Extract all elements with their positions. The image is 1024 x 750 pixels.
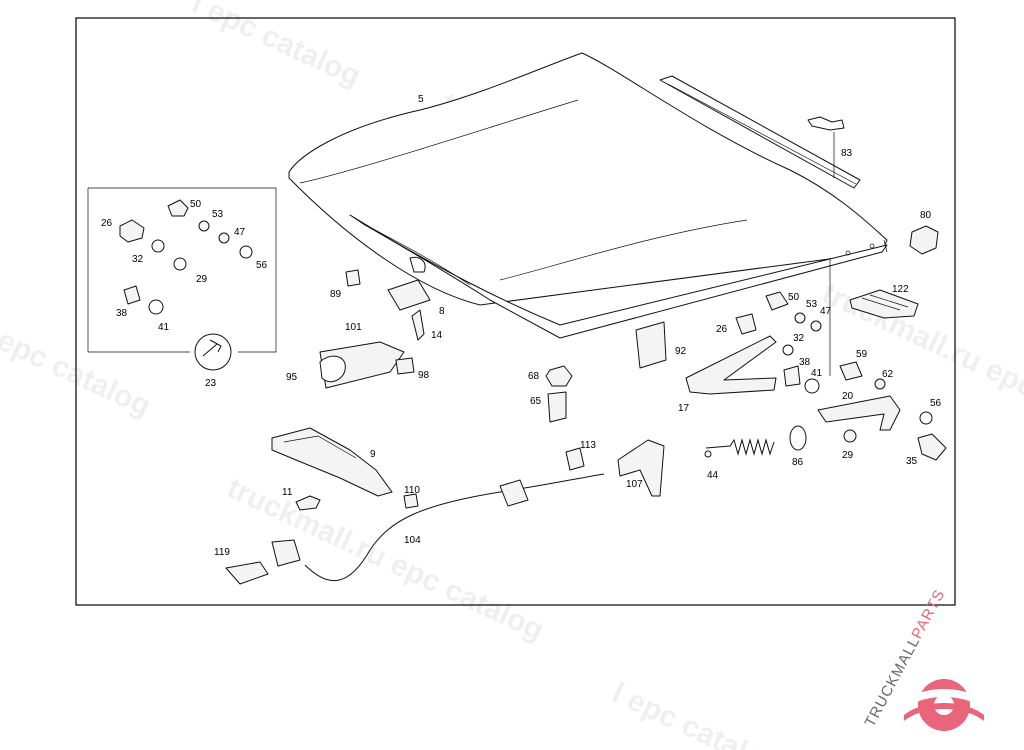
label-98: 98 bbox=[418, 370, 430, 381]
diagram-frame bbox=[75, 17, 956, 606]
label-44: 44 bbox=[707, 470, 719, 481]
label-110: 110 bbox=[404, 485, 420, 496]
label-35: 35 bbox=[906, 456, 918, 467]
inset-hardware bbox=[119, 199, 253, 371]
part-68 bbox=[545, 365, 573, 387]
label-47: 47 bbox=[234, 227, 246, 238]
part-11 bbox=[295, 495, 321, 511]
label-9: 9 bbox=[370, 449, 376, 460]
label-23: 23 bbox=[205, 378, 217, 389]
watermark-lower: l epc catalog bbox=[607, 676, 786, 750]
label-38: 38 bbox=[116, 308, 128, 319]
label-122: 122 bbox=[892, 284, 909, 295]
label-53b: 53 bbox=[806, 299, 818, 310]
label-56b: 56 bbox=[930, 398, 942, 409]
label-53: 53 bbox=[212, 209, 224, 220]
label-14: 14 bbox=[431, 330, 443, 341]
label-68: 68 bbox=[528, 371, 540, 382]
part-119 bbox=[225, 561, 269, 585]
label-86: 86 bbox=[792, 457, 804, 468]
part-86 bbox=[789, 425, 807, 451]
label-62: 62 bbox=[882, 369, 894, 380]
label-119: 119 bbox=[214, 547, 230, 558]
label-113: 113 bbox=[580, 440, 596, 451]
part-83 bbox=[807, 116, 845, 376]
label-17: 17 bbox=[678, 403, 690, 414]
hinge-group-right bbox=[685, 291, 822, 395]
label-32b: 32 bbox=[793, 333, 805, 344]
label-26b: 26 bbox=[716, 324, 728, 335]
label-38b: 38 bbox=[799, 357, 811, 368]
spring-44 bbox=[704, 438, 775, 458]
label-101: 101 bbox=[345, 322, 362, 333]
part-65 bbox=[547, 391, 567, 423]
label-80: 80 bbox=[920, 210, 932, 221]
part-labels: 5 83 80 122 26 50 53 47 32 29 56 38 41 2… bbox=[101, 94, 942, 558]
label-20: 20 bbox=[842, 391, 854, 402]
label-59: 59 bbox=[856, 349, 868, 360]
watermark-left: l epc catalog bbox=[0, 316, 156, 423]
label-95: 95 bbox=[286, 372, 298, 383]
part-80 bbox=[909, 225, 939, 255]
label-104: 104 bbox=[404, 535, 421, 546]
stay-group bbox=[817, 361, 947, 461]
part-113 bbox=[565, 447, 585, 471]
label-8: 8 bbox=[439, 306, 445, 317]
truckmall-logo: TRUCKMALLPARTS bbox=[862, 586, 984, 731]
watermark-bottom: truckmall.ru epc catalog bbox=[222, 471, 549, 647]
label-41b: 41 bbox=[811, 368, 823, 379]
label-107: 107 bbox=[626, 479, 643, 490]
label-41: 41 bbox=[158, 322, 170, 333]
label-11: 11 bbox=[282, 487, 293, 498]
label-26: 26 bbox=[101, 218, 113, 229]
label-29b: 29 bbox=[842, 450, 854, 461]
label-83: 83 bbox=[841, 148, 853, 159]
label-50: 50 bbox=[190, 199, 202, 210]
label-50b: 50 bbox=[788, 292, 800, 303]
label-47b: 47 bbox=[820, 306, 832, 317]
gear-icon bbox=[904, 679, 984, 731]
part-92 bbox=[635, 321, 667, 369]
latch-107 bbox=[617, 439, 665, 497]
logo-text-accent: PARTS bbox=[908, 586, 948, 641]
label-65: 65 bbox=[530, 396, 542, 407]
inset-box bbox=[87, 187, 277, 353]
seal-strip bbox=[659, 75, 861, 189]
label-92: 92 bbox=[675, 346, 687, 357]
logo-text-main: TRUCKMALL bbox=[862, 634, 924, 730]
label-89: 89 bbox=[330, 289, 342, 300]
label-32: 32 bbox=[132, 254, 144, 265]
part-110 bbox=[403, 493, 419, 509]
label-56: 56 bbox=[256, 260, 268, 271]
part-122 bbox=[849, 289, 919, 319]
hinge-group-left bbox=[319, 256, 431, 389]
label-5: 5 bbox=[418, 94, 424, 105]
hood-part-5 bbox=[288, 52, 888, 339]
watermark-top: l epc catalog bbox=[187, 0, 366, 93]
label-29: 29 bbox=[196, 274, 208, 285]
cable-104 bbox=[271, 473, 605, 582]
release-handle-9 bbox=[271, 427, 393, 497]
